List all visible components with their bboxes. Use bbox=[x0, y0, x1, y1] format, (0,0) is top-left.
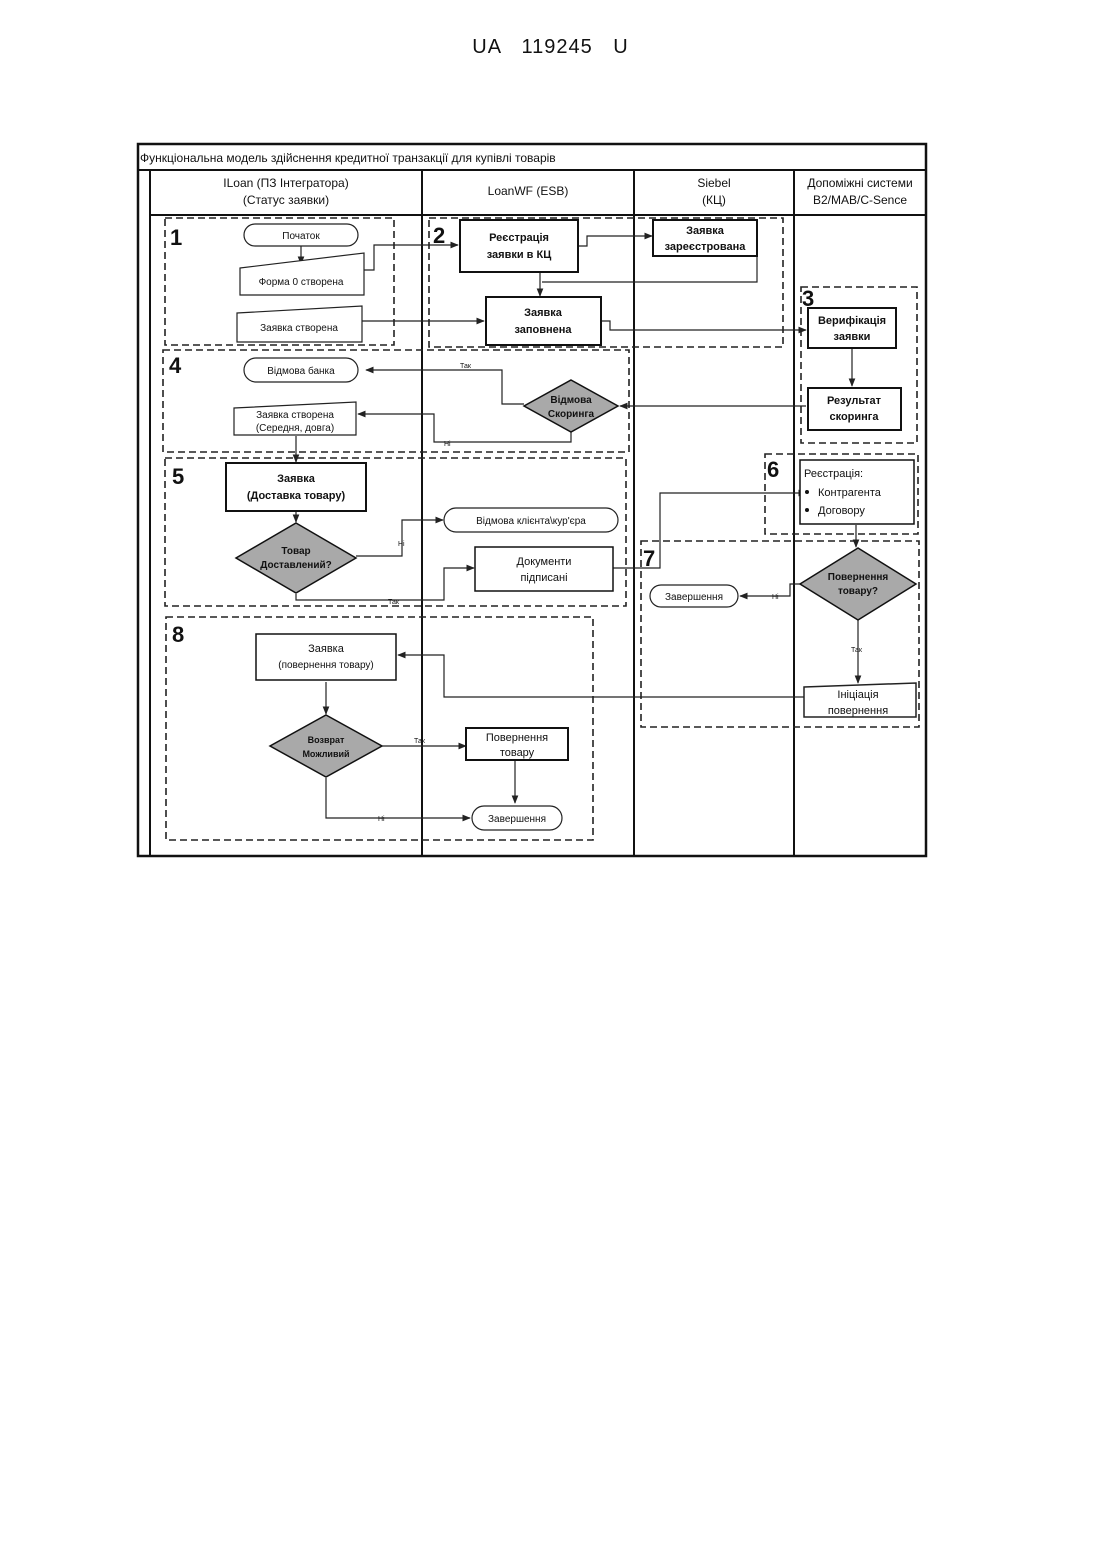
node-application-created-2: Заявка створена (Середня, довга) bbox=[234, 402, 356, 435]
svg-text:товару: товару bbox=[500, 747, 535, 759]
node-delivery-application: Заявка (Доставка товару) bbox=[226, 463, 366, 511]
svg-text:заповнена: заповнена bbox=[514, 324, 572, 336]
svg-text:Заявка: Заявка bbox=[277, 473, 316, 485]
node-verification: Верифікація заявки bbox=[808, 308, 896, 348]
node-completion-7: Завершення bbox=[650, 585, 738, 607]
svg-text:підписані: підписані bbox=[520, 572, 567, 584]
lane-header-siebel-2: (КЦ) bbox=[702, 193, 726, 207]
svg-text:повернення: повернення bbox=[828, 705, 888, 717]
svg-text:Реєстрація:: Реєстрація: bbox=[804, 468, 863, 480]
node-return-application: Заявка (повернення товару) bbox=[256, 634, 396, 680]
svg-text:Возврат: Возврат bbox=[308, 735, 345, 745]
svg-text:Відмова клієнта\кур'єра: Відмова клієнта\кур'єра bbox=[476, 516, 586, 527]
svg-text:товару?: товару? bbox=[838, 586, 878, 597]
edge-label-no: Ні bbox=[398, 540, 405, 548]
svg-text:Результат: Результат bbox=[827, 395, 882, 407]
edge-label-no: Ні bbox=[378, 815, 385, 823]
svg-text:(Доставка товару): (Доставка товару) bbox=[247, 490, 346, 502]
node-documents-signed: Документи підписані bbox=[475, 547, 613, 591]
svg-text:Повернення: Повернення bbox=[486, 732, 548, 744]
lane-headers: ILoan (ПЗ Інтегратора) (Статус заявки) L… bbox=[223, 176, 912, 207]
svg-text:Можливий: Можливий bbox=[302, 749, 349, 759]
node-scoring-refusal-decision: Відмова Скоринга bbox=[524, 380, 618, 432]
stage-number-4: 4 bbox=[169, 353, 182, 378]
lane-header-iloan-2: (Статус заявки) bbox=[243, 193, 329, 207]
lane-header-iloan-1: ILoan (ПЗ Інтегратора) bbox=[223, 176, 348, 190]
svg-text:заявки: заявки bbox=[834, 331, 871, 343]
svg-text:Завершення: Завершення bbox=[488, 814, 546, 825]
svg-text:Заявка: Заявка bbox=[524, 307, 563, 319]
svg-text:зареєстрована: зареєстрована bbox=[665, 241, 747, 253]
svg-text:скоринга: скоринга bbox=[829, 411, 879, 423]
svg-text:Заявка створена: Заявка створена bbox=[260, 323, 338, 334]
node-start: Початок bbox=[244, 224, 358, 246]
svg-text:Доставлений?: Доставлений? bbox=[260, 560, 331, 571]
stage-number-2: 2 bbox=[433, 223, 445, 248]
node-application-created-1: Заявка створена bbox=[237, 306, 362, 342]
svg-text:Верифікація: Верифікація bbox=[818, 315, 886, 327]
edge-label-yes: Так bbox=[388, 599, 400, 606]
node-return-possible-decision: Возврат Можливий bbox=[270, 715, 382, 777]
stage-number-7: 7 bbox=[643, 546, 655, 571]
diagram-title: Функціональна модель здійснення кредитно… bbox=[140, 151, 556, 165]
svg-text:заявки в КЦ: заявки в КЦ bbox=[487, 249, 552, 261]
svg-text:Відмова: Відмова bbox=[550, 395, 592, 406]
edge-label-yes: Так bbox=[460, 363, 472, 370]
svg-text:Реєстрація: Реєстрація bbox=[489, 232, 549, 244]
svg-text:Договору: Договору bbox=[818, 505, 865, 517]
node-registration: Реєстрація: Контрагента Договору bbox=[800, 460, 914, 524]
lane-header-siebel-1: Siebel bbox=[697, 176, 730, 190]
svg-text:Скоринга: Скоринга bbox=[548, 409, 595, 420]
edge-label-yes: Так bbox=[851, 647, 863, 654]
node-bank-refusal: Відмова банка bbox=[244, 358, 358, 382]
node-goods-return: Повернення товару bbox=[466, 728, 568, 760]
svg-text:Повернення: Повернення bbox=[828, 572, 889, 583]
edge-label-no: Ні bbox=[444, 440, 451, 448]
svg-text:Завершення: Завершення bbox=[665, 592, 723, 603]
node-return-decision: Повернення товару? bbox=[800, 548, 916, 620]
node-client-refusal: Відмова клієнта\кур'єра bbox=[444, 508, 618, 532]
svg-text:Заявка: Заявка bbox=[686, 225, 725, 237]
edge-label-yes: Так bbox=[414, 738, 426, 745]
node-filled: Заявка заповнена bbox=[486, 297, 601, 345]
lane-header-loanwf-1: LoanWF (ESB) bbox=[488, 184, 569, 198]
svg-text:Заявка створена: Заявка створена bbox=[256, 410, 334, 421]
svg-text:Товар: Товар bbox=[281, 546, 310, 557]
lane-header-aux-1: Допоміжні системи bbox=[807, 176, 912, 190]
stage-number-8: 8 bbox=[172, 622, 184, 647]
node-delivered-decision: Товар Доставлений? bbox=[236, 523, 356, 593]
svg-text:Документи: Документи bbox=[517, 556, 572, 568]
svg-text:Форма 0 створена: Форма 0 створена bbox=[259, 277, 344, 288]
stage-number-1: 1 bbox=[170, 225, 182, 250]
lane-header-aux-2: B2/MAB/C-Sence bbox=[813, 193, 907, 207]
node-return-initiation: Ініціація повернення bbox=[804, 683, 916, 717]
svg-text:Заявка: Заявка bbox=[308, 643, 345, 655]
node-scoring-result: Результат скоринга bbox=[808, 388, 901, 430]
edge-label-no: Ні bbox=[772, 593, 779, 601]
node-registration-kc: Реєстрація заявки в КЦ bbox=[460, 220, 578, 272]
node-registered: Заявка зареєстрована bbox=[653, 220, 757, 256]
stage-number-6: 6 bbox=[767, 457, 779, 482]
svg-text:(повернення товару): (повернення товару) bbox=[278, 660, 374, 671]
svg-text:Початок: Початок bbox=[282, 231, 320, 242]
node-form0-created: Форма 0 створена bbox=[240, 253, 364, 295]
svg-text:Відмова банка: Відмова банка bbox=[267, 365, 335, 377]
svg-text:(Середня, довга): (Середня, довга) bbox=[256, 423, 334, 434]
node-completion-8: Завершення bbox=[472, 806, 562, 830]
svg-text:Контрагента: Контрагента bbox=[818, 487, 882, 499]
svg-text:Ініціація: Ініціація bbox=[837, 689, 878, 701]
stage-number-5: 5 bbox=[172, 464, 184, 489]
